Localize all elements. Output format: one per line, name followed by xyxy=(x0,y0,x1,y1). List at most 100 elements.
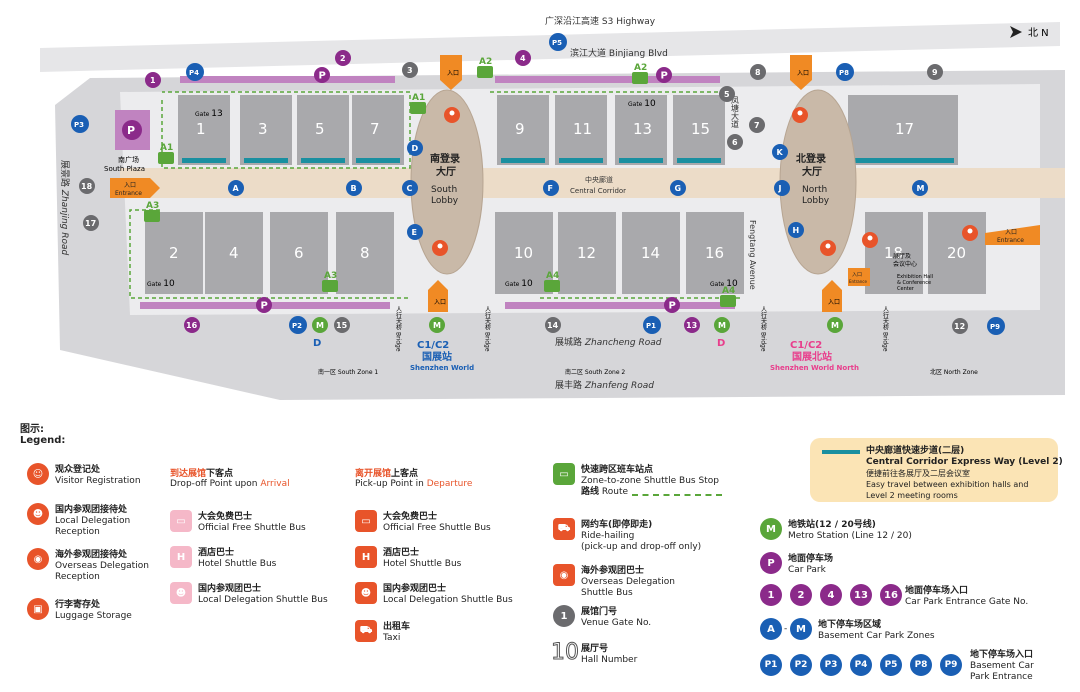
car-park-marker[interactable]: P xyxy=(664,297,680,313)
hall-14[interactable]: 14 xyxy=(622,212,680,294)
visitor-registration-marker[interactable] xyxy=(820,240,836,256)
gate-3[interactable]: 3 xyxy=(402,62,418,78)
parking-markers: 13 xyxy=(684,317,700,333)
entrance-lobby-south-top[interactable]: 入口 xyxy=(440,55,462,90)
basement-zone-k[interactable]: K xyxy=(772,144,788,160)
gate-4[interactable]: 4 xyxy=(515,50,531,66)
basement-gate-p3[interactable]: P3 xyxy=(71,115,89,133)
entrance-west[interactable]: 入口 Entrance xyxy=(110,178,160,198)
basement-zone-g[interactable]: G xyxy=(670,180,686,196)
svg-text:C: C xyxy=(407,184,413,193)
svg-text:A4: A4 xyxy=(546,271,559,281)
metro-station-marker[interactable]: M xyxy=(429,317,445,333)
gate-18[interactable]: 18 xyxy=(79,178,95,194)
bridge-1: 人行天桥 Bridge xyxy=(395,306,402,352)
svg-text:K: K xyxy=(777,148,784,157)
visitor-registration-icon: ☺ xyxy=(27,463,49,485)
visitor-registration-marker[interactable] xyxy=(862,232,878,248)
shuttle-stop-a1[interactable]: A1 xyxy=(158,143,174,164)
hall-18[interactable]: 18 xyxy=(865,212,923,294)
hall-6[interactable]: 6 xyxy=(270,212,328,294)
basement-gate-p8[interactable]: P8 xyxy=(836,63,854,81)
gate-5[interactable]: 5 xyxy=(719,86,735,102)
hall-16[interactable]: 16 xyxy=(686,212,744,294)
car-park-marker[interactable]: P xyxy=(656,67,672,83)
gate-14[interactable]: 14 xyxy=(545,317,561,333)
shuttle-stop-a3[interactable]: A3 xyxy=(322,271,338,292)
car-park-marker[interactable]: P xyxy=(256,297,272,313)
hall-12[interactable]: 12 xyxy=(558,212,616,294)
entrance-lobby-north-top[interactable]: 入口 xyxy=(790,55,812,90)
basement-zone-m[interactable]: M xyxy=(912,180,928,196)
basement-gate-p5[interactable]: P5 xyxy=(549,33,567,51)
pickup-free-bus-icon: ▭ xyxy=(355,510,377,532)
gate-7[interactable]: 7 xyxy=(749,117,765,133)
entrance-lobby-north-bottom[interactable]: 入口 xyxy=(822,280,842,312)
basement-gate-p2[interactable]: P2 xyxy=(289,316,307,334)
entrance-east[interactable]: 入口 Entrance xyxy=(985,225,1040,245)
visitor-registration-marker[interactable] xyxy=(792,107,808,123)
basement-zone-b[interactable]: B xyxy=(346,180,362,196)
basement-zone-e[interactable]: E xyxy=(407,224,423,240)
entrance-lobby-south-bottom[interactable]: 入口 xyxy=(428,280,448,312)
express-way-bar-icon xyxy=(822,450,860,454)
basement-zone-c[interactable]: C xyxy=(402,180,418,196)
gate-8[interactable]: 8 xyxy=(750,64,766,80)
car-park-marker[interactable]: P xyxy=(314,67,330,83)
basement-gate-p4[interactable]: P4 xyxy=(186,63,204,81)
visitor-registration-marker[interactable] xyxy=(432,240,448,256)
zone-shuttle-icon: ▭ xyxy=(553,463,575,485)
hall-9[interactable]: 9 xyxy=(497,95,549,165)
gate-9[interactable]: 9 xyxy=(927,64,943,80)
hall-3[interactable]: 3 xyxy=(240,95,292,165)
gate-6[interactable]: 6 xyxy=(727,134,743,150)
entrance-north-exhibition[interactable]: 入口 Entrance xyxy=(848,268,870,286)
svg-text:9: 9 xyxy=(932,68,938,77)
hall-5[interactable]: 5 xyxy=(297,95,349,165)
hall-2[interactable]: 2 xyxy=(145,212,203,294)
gate-17[interactable]: 17 xyxy=(83,215,99,231)
metro-station-marker[interactable]: M xyxy=(827,317,843,333)
basement-zone-j[interactable]: J xyxy=(774,180,790,196)
shuttle-stop-a2[interactable]: A2 xyxy=(477,57,493,78)
visitor-registration-marker[interactable] xyxy=(962,225,978,241)
gate-12[interactable]: 12 xyxy=(952,318,968,334)
basement-gate-p9[interactable]: P9 xyxy=(987,317,1005,335)
hall-7[interactable]: 7 xyxy=(352,95,404,165)
hall-20[interactable]: 20 xyxy=(928,212,986,294)
gate-16[interactable]: 16 xyxy=(184,317,200,333)
basement-zone-f[interactable]: F xyxy=(543,180,559,196)
venue-map: 广深沿江高速 S3 Highway 滨江大道 Binjiang Blvd 中央廊… xyxy=(40,15,1065,400)
metro-station-marker[interactable]: M xyxy=(714,317,730,333)
hall-10[interactable]: 10 xyxy=(495,212,553,294)
visitor-registration-marker[interactable] xyxy=(444,107,460,123)
shuttle-stop-a4[interactable]: A4 xyxy=(720,286,736,307)
north-lobby[interactable] xyxy=(779,89,857,275)
gate-2[interactable]: 2 xyxy=(335,50,351,66)
svg-text:17: 17 xyxy=(895,120,914,138)
basement-zone-a[interactable]: A xyxy=(228,180,244,196)
shuttle-stop-a1[interactable]: A1 xyxy=(410,93,426,114)
hall-8[interactable]: 8 xyxy=(336,212,394,294)
hall-17[interactable]: 17 xyxy=(848,95,958,165)
hall-15[interactable]: 15 xyxy=(673,95,725,165)
shuttle-stop-a3[interactable]: A3 xyxy=(144,201,160,222)
hall-1[interactable]: 1 xyxy=(178,95,230,165)
car-park-strip-north xyxy=(180,76,395,83)
metro-station-marker[interactable]: M xyxy=(312,317,328,333)
basement-zone-d[interactable]: D xyxy=(407,140,423,156)
car-park-entrance-13[interactable]: 13 xyxy=(684,317,700,333)
shuttle-stop-a2[interactable]: A2 xyxy=(632,63,648,84)
shuttle-stop-a4[interactable]: A4 xyxy=(544,271,560,292)
basement-zone-h[interactable]: H xyxy=(788,222,804,238)
basement-gate-p1[interactable]: P1 xyxy=(643,316,661,334)
hall-13[interactable]: 13 xyxy=(615,95,667,165)
legend-car-park-gate-16: 16 xyxy=(880,584,902,606)
svg-text:P5: P5 xyxy=(552,39,562,47)
gate-15[interactable]: 15 xyxy=(334,317,350,333)
gate-1[interactable]: 1 xyxy=(145,72,161,88)
hall-11[interactable]: 11 xyxy=(555,95,607,165)
hall-4[interactable]: 4 xyxy=(205,212,263,294)
